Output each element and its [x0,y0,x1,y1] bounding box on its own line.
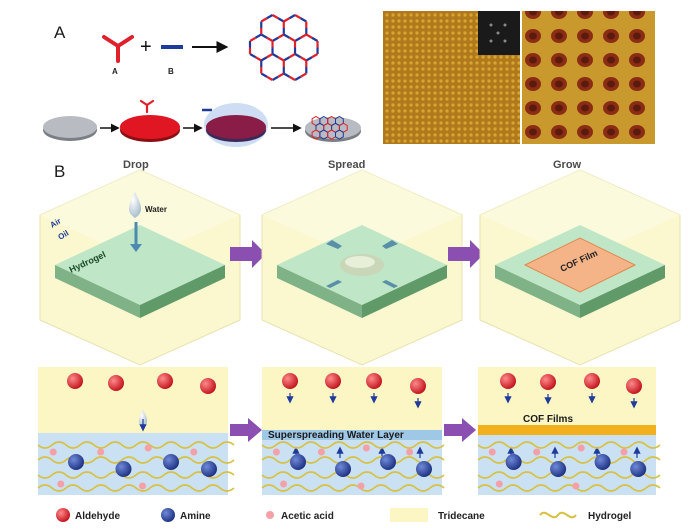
legend-aldehyde-swatch [56,508,70,522]
legend-amine-swatch [161,508,175,522]
cross-section-grow [477,367,661,495]
hydrogel-chains [37,441,235,492]
stage-arrow-3 [230,418,262,442]
cross-section-spread [261,367,445,495]
acetic-acid-dot [620,448,628,456]
acetic-acid-dot [357,482,365,490]
panel-label-b: B [54,162,65,181]
legend: Aldehyde Amine Acetic acid Tridecane Hyd… [56,508,632,522]
cross-section-drop [37,367,235,495]
label-cof-films: COF Films [523,414,573,425]
cube-drop [39,169,241,366]
acetic-acid-dot [49,448,57,456]
acetic-acid-dot [577,444,585,452]
amine-ball [68,454,84,470]
stage-label-drop: Drop [123,159,149,171]
acetic-acid-dot [97,448,105,456]
acetic-acid-dot [495,480,503,488]
stage-arrow-2 [448,240,484,268]
acetic-acid-dot [272,448,280,456]
amine-ball [416,461,432,477]
label-superspreading-water-layer: Superspreading Water Layer [268,430,404,441]
afm-image-zoom [522,11,655,144]
acetic-acid-dot [144,444,152,452]
legend-aldehyde: Aldehyde [75,511,120,522]
legend-tridecane-swatch [390,508,428,522]
cof-honeycomb-network [248,14,319,81]
amine-ball [630,461,647,477]
stage-label-grow: Grow [553,159,582,171]
amine-ball [594,454,611,470]
monomer-a-icon [102,35,134,63]
stage-label-spread: Spread [328,159,365,171]
monomer-b-label: B [168,67,174,76]
acetic-acid-dot [362,444,370,452]
acetic-acid-dot [317,448,325,456]
acetic-acid-dot [406,448,414,456]
stage-arrow-4 [444,418,476,442]
process-step-cof-film [305,115,361,142]
amine-ball [201,461,217,477]
cube-label-water: Water [145,205,167,214]
amine-ball [550,461,567,477]
amine-ball [163,454,179,470]
stage-arrow-1 [230,240,266,268]
legend-amine: Amine [180,511,211,522]
amine-ball [380,454,396,470]
amine-ball [335,461,351,477]
superspreading-water-layer [262,430,442,440]
cof-films-layer [478,425,656,435]
legend-acetic-acid-swatch [266,511,274,519]
acetic-acid-dot [139,482,146,490]
acetic-acid-dot [572,482,580,490]
amine-ball [290,454,306,470]
aldehyde-balls [67,373,216,394]
afm-image-large-area [383,11,520,144]
plus-sign: + [140,36,152,58]
legend-acetic-acid: Acetic acid [281,511,334,522]
cube-spread [261,169,463,366]
amine-ball [505,454,522,470]
cube-grow [479,169,681,366]
legend-hydrogel-swatch [539,511,577,519]
water-droplet-icon [128,192,142,252]
monomer-a-label: A [112,67,118,76]
process-step-red-coated [120,115,180,142]
acetic-acid-dot [57,480,65,488]
legend-hydrogel: Hydrogel [588,511,632,522]
acetic-acid-dot [190,448,198,456]
acetic-acid-dot [488,448,496,456]
panel-label-a: A [54,23,66,42]
amine-ball [115,461,132,477]
acetic-acid-dot [280,480,288,488]
monomer-a-small-icon [139,99,155,114]
process-step-blank-substrate [43,116,97,141]
process-step-blue-covered [204,103,268,147]
acetic-acid-dot [533,448,541,456]
legend-tridecane: Tridecane [438,511,485,522]
